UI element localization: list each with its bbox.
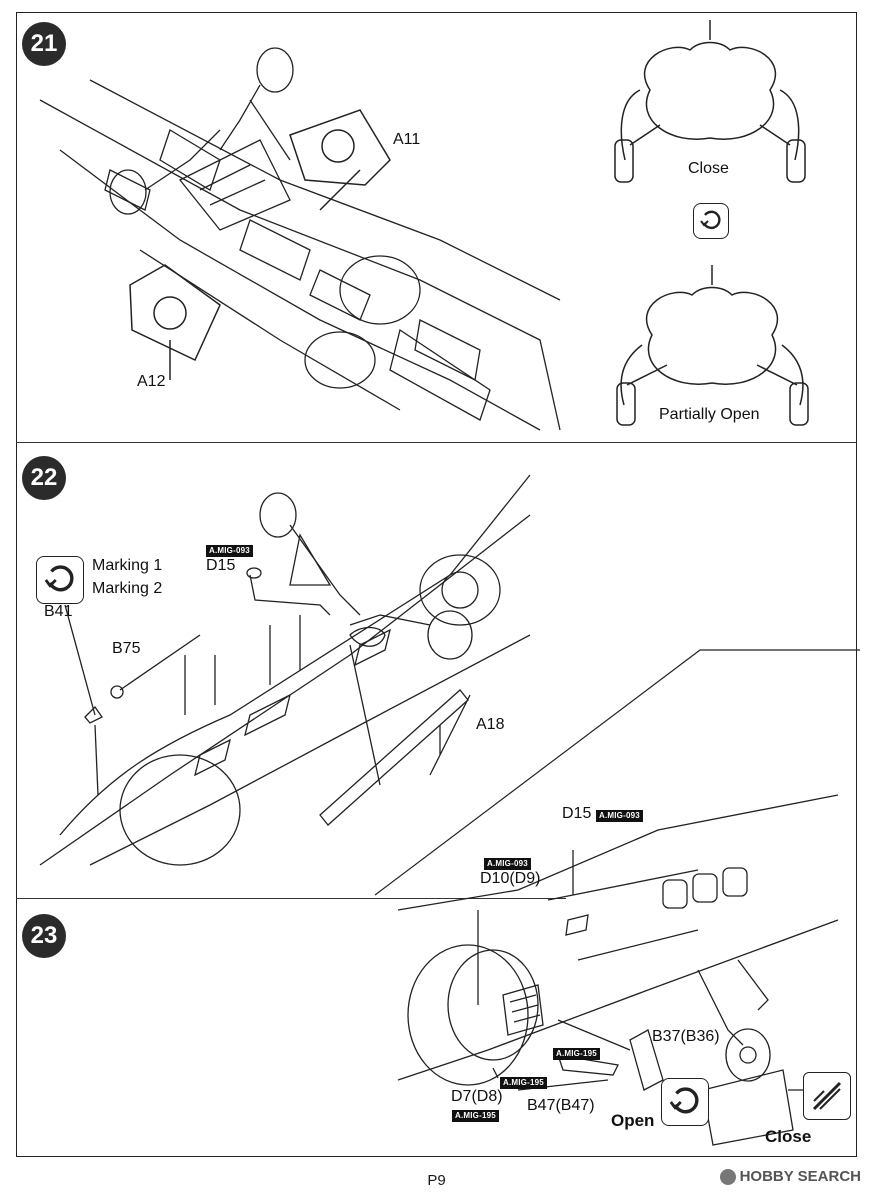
open-label: Open (611, 1111, 655, 1130)
paint-code-d7: A.MIG-195 (452, 1110, 499, 1122)
close-label: Close (765, 1127, 812, 1146)
gear-partially-open-drawing (616, 265, 809, 426)
callout-d10: D10(D9) (480, 870, 541, 887)
section-divider (16, 442, 857, 443)
step-21-badge: 21 (22, 22, 66, 66)
rotate-icon (693, 203, 729, 239)
page-number: P9 (427, 1172, 446, 1189)
callout-b75: B75 (112, 640, 141, 657)
step-23-fuselage-drawing (397, 794, 839, 1146)
callout-a11: A11 (393, 131, 421, 148)
marking-rotate-icon (36, 556, 84, 604)
marking-1-label: Marking 1 (92, 557, 163, 574)
watermark-logo-icon (719, 1168, 736, 1185)
callout-a12: A12 (137, 373, 166, 390)
paint-code-b47-a: A.MIG-195 (553, 1048, 600, 1060)
gear-partially-open-label: Partially Open (659, 406, 760, 423)
paint-code-d10: A.MIG-093 (484, 858, 531, 870)
watermark: HOBBY SEARCH (719, 1168, 861, 1185)
step-22-fuselage-drawing (39, 474, 860, 896)
callout-d7: D7(D8) (451, 1088, 503, 1105)
gear-close-drawing (614, 20, 806, 183)
paint-code-d15: A.MIG-093 (206, 545, 253, 557)
callout-d15-step23: D15 (562, 805, 592, 822)
section-divider (16, 898, 566, 899)
paint-code-d15-step23: A.MIG-093 (596, 810, 643, 822)
step-21-fuselage-drawing (39, 47, 561, 431)
gear-close-label: Close (688, 160, 729, 177)
callout-d15: D15 (206, 557, 236, 574)
callout-b37: B37(B36) (652, 1028, 720, 1045)
marking-2-label: Marking 2 (92, 580, 163, 597)
paint-code-b47-b: A.MIG-195 (500, 1077, 547, 1089)
cut-icon (803, 1072, 851, 1120)
step-23-badge: 23 (22, 914, 66, 958)
step-22-badge: 22 (22, 456, 66, 500)
page-frame (16, 12, 857, 1157)
watermark-text: HOBBY SEARCH (739, 1168, 861, 1185)
open-close-rotate-icon (661, 1078, 709, 1126)
callout-b47: B47(B47) (527, 1097, 595, 1114)
callout-a18: A18 (476, 716, 505, 733)
